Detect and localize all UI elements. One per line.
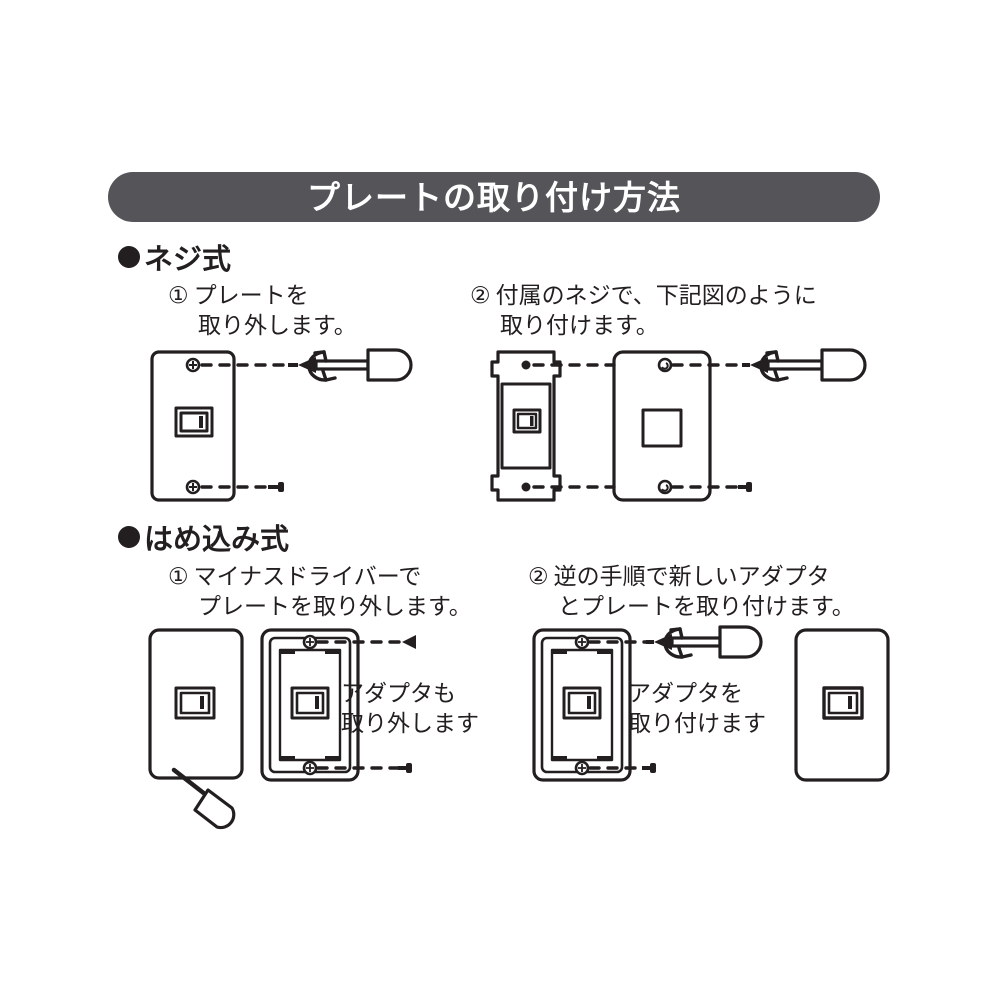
dashed-alignment-line (200, 363, 290, 489)
rocker-tab (199, 416, 203, 428)
bottom-screw (185, 479, 201, 495)
step-number: ② (528, 564, 549, 590)
dashed-alignment-line (532, 363, 616, 489)
rotation-arrow (663, 627, 693, 659)
step-number: ② (470, 283, 491, 309)
caption-line1: アダプタを (628, 681, 743, 707)
caption-line2: 取り外します (341, 710, 479, 737)
illustration-snap-step2 (520, 620, 900, 820)
wall-plate (150, 350, 236, 502)
step-text-line1: 逆の手順で新しいアダプタ (553, 564, 830, 590)
adapter-frame (540, 636, 624, 774)
section-heading-label: はめ込み式 (144, 522, 290, 556)
step-number: ① (168, 283, 189, 309)
step-text-line2: プレートを取り外します。 (198, 594, 472, 621)
rotation-arrow (307, 350, 337, 382)
adapter-screw-top (302, 634, 318, 650)
dashed-alignment-line (316, 640, 404, 770)
adapter-screw-top (574, 634, 590, 650)
corner-tabs (553, 649, 611, 761)
phillips-screwdriver (288, 348, 413, 382)
adapter-screw-bottom (302, 760, 318, 776)
caption-line1: アダプタも (341, 681, 456, 707)
wall-plate (148, 628, 244, 780)
phillips-screwdriver (646, 625, 763, 659)
illustration-snap-step1 (140, 620, 500, 830)
section-heading-screw-type: ネジ式 (118, 236, 231, 278)
finished-plate (794, 628, 890, 782)
top-screw (185, 357, 201, 373)
step-text-line2: 取り付けます。 (500, 313, 659, 340)
blank-plate (612, 350, 712, 502)
plate-screw-bottom (657, 479, 673, 495)
caption-attach-adapter: アダプタを 取り付けます (628, 680, 766, 740)
adapter-screw-bottom (574, 760, 590, 776)
phillips-screwdriver (742, 348, 867, 382)
title-banner: プレートの取り付け方法 (108, 172, 880, 222)
square-cutout (641, 408, 683, 448)
outer-plate (260, 628, 360, 782)
section-heading-label: ネジ式 (144, 242, 232, 276)
adapter-frame (268, 636, 352, 774)
outer-plate (532, 628, 632, 782)
frame-screw-hole-bottom (521, 482, 531, 492)
step-text-line2: とプレートを取り付けます。 (558, 594, 855, 621)
loose-screw-bottom (398, 763, 412, 773)
step-text-line1: プレートを (193, 283, 309, 309)
flathead-screwdriver (171, 767, 236, 830)
caption-remove-adapter: アダプタも 取り外します (341, 680, 479, 740)
corner-tabs (281, 649, 339, 761)
section-heading-snap-in-type: はめ込み式 (118, 516, 289, 558)
rotation-arrow (759, 350, 789, 382)
step-text-line1: マイナスドライバーで (193, 564, 422, 590)
bullet-dot-icon (118, 526, 140, 548)
step-text-line2: 取り外します。 (198, 313, 357, 340)
illustration-screw-step1 (140, 340, 430, 515)
step-number: ① (168, 564, 189, 590)
loose-screw-bottom (268, 482, 284, 492)
page-title: プレートの取り付け方法 (307, 177, 681, 217)
dashed-alignment-line (588, 640, 648, 770)
caption-line2: 取り付けます (628, 710, 766, 737)
bullet-dot-icon (118, 246, 140, 268)
plate-screw-top (657, 357, 673, 373)
frame-screw-hole-top (521, 360, 531, 370)
arrow-head-top (402, 635, 416, 649)
loose-screw-bottom (642, 763, 656, 773)
loose-screw-bottom (738, 482, 752, 492)
illustration-screw-step2 (480, 340, 880, 515)
step-text-line1: 付属のネジで、下記図のように (495, 283, 817, 309)
